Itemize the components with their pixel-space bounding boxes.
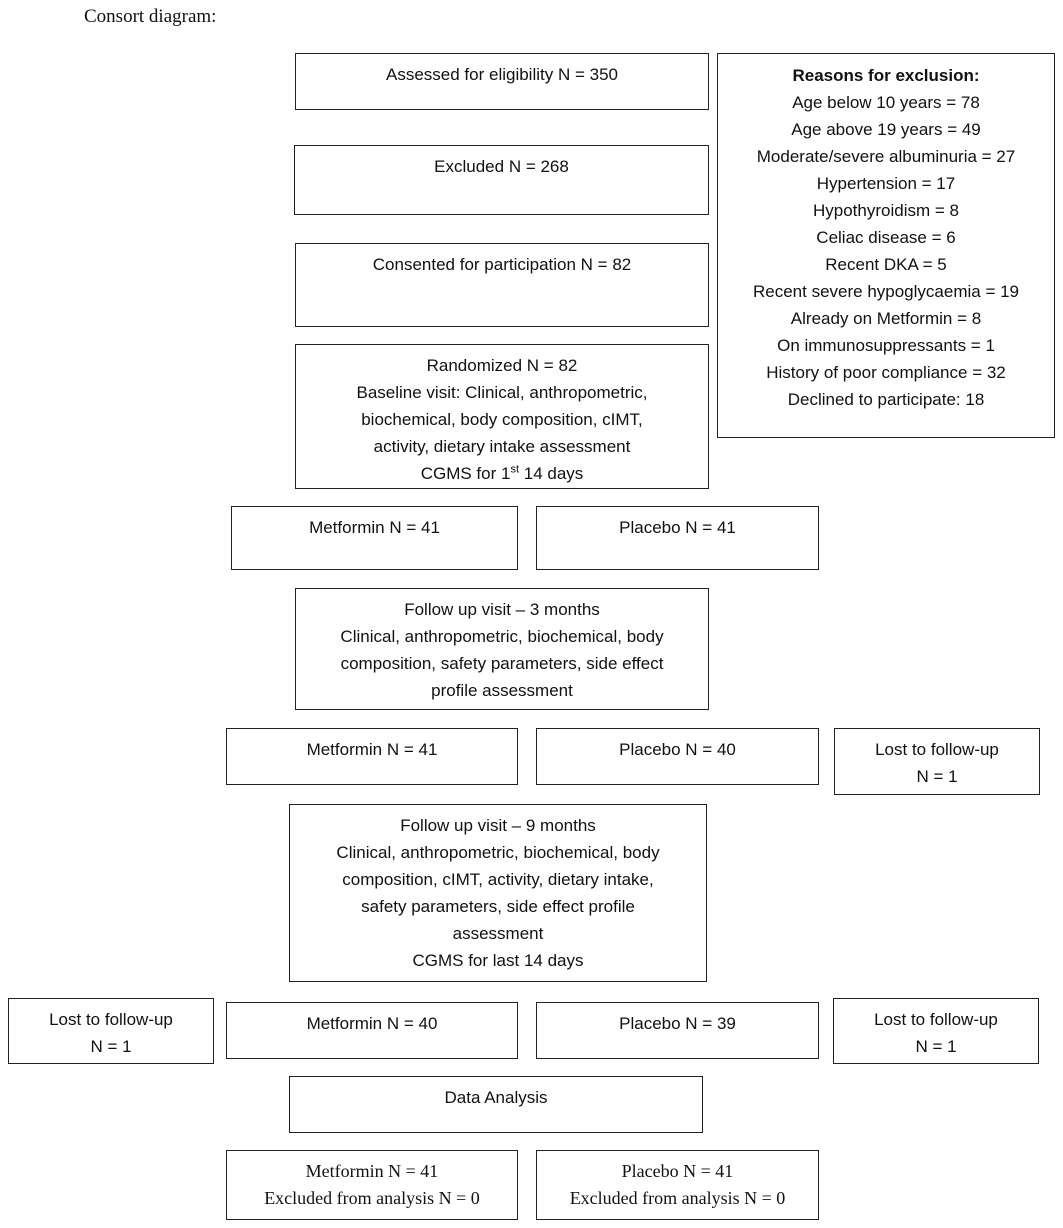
randomized-line-3: biochemical, body composition, cIMT,: [361, 410, 643, 429]
reason-item: History of poor compliance = 32: [766, 363, 1006, 382]
randomized-line-4: activity, dietary intake assessment: [373, 437, 631, 456]
randomized-line-5: CGMS for 1st 14 days: [296, 460, 708, 487]
data-analysis-text: Data Analysis: [444, 1088, 548, 1107]
reason-item: Recent severe hypoglycaemia = 19: [752, 282, 1019, 301]
followup-3m-box: Follow up visit – 3 months Clinical, ant…: [295, 588, 709, 710]
reason-item: Already on Metformin = 8: [790, 309, 982, 328]
metformin-arm-box-2: Metformin N = 41: [226, 728, 518, 785]
cgms-text-a: CGMS for 1: [420, 464, 511, 483]
placebo-arm-text-3: Placebo N = 39: [619, 1014, 736, 1033]
placebo-arm-text-1: Placebo N = 41: [619, 518, 736, 537]
lost-followup-count: N = 1: [916, 767, 958, 786]
final-placebo-box: Placebo N = 41 Excluded from analysis N …: [536, 1150, 819, 1220]
excluded-text: Excluded N = 268: [434, 157, 569, 176]
randomized-title: Randomized N = 82: [426, 356, 578, 375]
lost-followup-box-placebo-9m: Lost to follow-up N = 1: [833, 998, 1039, 1064]
assessed-text: Assessed for eligibility N = 350: [386, 65, 618, 84]
reason-item: On immunosuppressants = 1: [777, 336, 995, 355]
reason-item: Age below 10 years = 78: [792, 93, 980, 112]
followup-9m-line-4: safety parameters, side effect profile: [361, 897, 635, 916]
lost-followup-label: Lost to follow-up: [874, 1010, 998, 1029]
reason-item: Age above 19 years = 49: [791, 120, 981, 139]
lost-followup-count: N = 1: [90, 1037, 132, 1056]
metformin-arm-text-2: Metformin N = 41: [306, 740, 438, 759]
placebo-arm-box-2: Placebo N = 40: [536, 728, 819, 785]
final-metformin-excluded: Excluded from analysis N = 0: [264, 1188, 480, 1208]
followup-3m-title: Follow up visit – 3 months: [404, 600, 600, 619]
followup-9m-line-5: assessment: [452, 924, 544, 943]
metformin-arm-text-1: Metformin N = 41: [309, 518, 440, 537]
cgms-text-b: 14 days: [519, 464, 584, 483]
randomized-box: Randomized N = 82 Baseline visit: Clinic…: [295, 344, 709, 489]
consented-box: Consented for participation N = 82: [295, 243, 709, 327]
final-metformin-count: Metformin N = 41: [305, 1161, 439, 1181]
followup-3m-line-4: profile assessment: [431, 681, 573, 700]
assessed-box: Assessed for eligibility N = 350: [295, 53, 709, 110]
final-metformin-box: Metformin N = 41 Excluded from analysis …: [226, 1150, 518, 1220]
final-placebo-count: Placebo N = 41: [621, 1161, 734, 1181]
lost-followup-box-placebo-3m: Lost to follow-up N = 1: [834, 728, 1040, 795]
lost-followup-label: Lost to follow-up: [49, 1010, 173, 1029]
excluded-box: Excluded N = 268: [294, 145, 709, 215]
metformin-arm-box-3: Metformin N = 40: [226, 1002, 518, 1059]
metformin-arm-box-1: Metformin N = 41: [231, 506, 518, 570]
data-analysis-box: Data Analysis: [289, 1076, 703, 1133]
lost-followup-label: Lost to follow-up: [875, 740, 999, 759]
reason-item: Moderate/severe albuminuria = 27: [756, 147, 1016, 166]
followup-9m-line-2: Clinical, anthropometric, biochemical, b…: [336, 843, 660, 862]
final-placebo-excluded: Excluded from analysis N = 0: [569, 1188, 786, 1208]
followup-9m-box: Follow up visit – 9 months Clinical, ant…: [289, 804, 707, 982]
followup-9m-line-6: CGMS for last 14 days: [412, 951, 584, 970]
followup-3m-line-3: composition, safety parameters, side eff…: [340, 654, 664, 673]
reason-item: Recent DKA = 5: [825, 255, 947, 274]
placebo-arm-box-1: Placebo N = 41: [536, 506, 819, 570]
reason-item: Celiac disease = 6: [816, 228, 956, 247]
reason-item: Declined to participate: 18: [787, 390, 985, 409]
lost-followup-count: N = 1: [915, 1037, 957, 1056]
reason-item: Hypertension = 17: [816, 174, 956, 193]
lost-followup-box-metformin-9m: Lost to follow-up N = 1: [8, 998, 214, 1064]
reason-item: Hypothyroidism = 8: [813, 201, 959, 220]
randomized-line-2: Baseline visit: Clinical, anthropometric…: [356, 383, 648, 402]
diagram-heading: Consort diagram:: [84, 6, 217, 27]
placebo-arm-text-2: Placebo N = 40: [619, 740, 736, 759]
consented-text: Consented for participation N = 82: [372, 255, 632, 274]
metformin-arm-text-3: Metformin N = 40: [306, 1014, 438, 1033]
followup-9m-line-3: composition, cIMT, activity, dietary int…: [342, 870, 654, 889]
followup-9m-title: Follow up visit – 9 months: [400, 816, 596, 835]
cgms-superscript: st: [510, 463, 520, 476]
reasons-box: Reasons for exclusion: Age below 10 year…: [717, 53, 1055, 438]
followup-3m-line-2: Clinical, anthropometric, biochemical, b…: [340, 627, 664, 646]
placebo-arm-box-3: Placebo N = 39: [536, 1002, 819, 1059]
reasons-title: Reasons for exclusion:: [792, 66, 980, 85]
